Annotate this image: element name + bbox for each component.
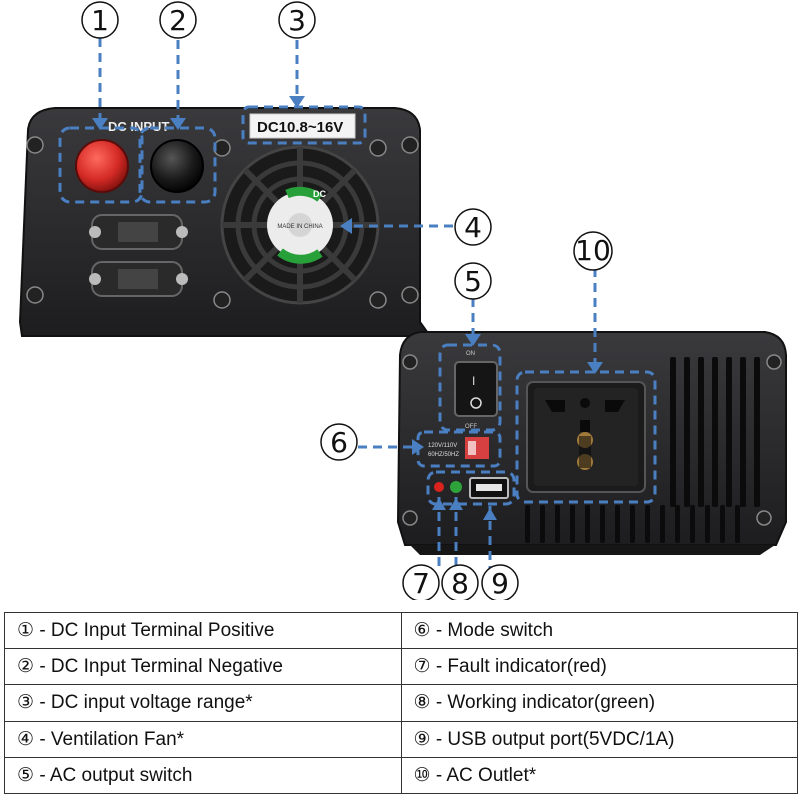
leader-lines bbox=[98, 38, 597, 570]
legend-number: ③ bbox=[17, 691, 35, 714]
fan-hub-text: MADE IN CHINA bbox=[277, 224, 322, 230]
legend-text: - Fault indicator(red) bbox=[430, 656, 607, 678]
legend-cell: ⑥ - Mode switch bbox=[400, 611, 798, 650]
legend-cell: ⑧ - Working indicator(green) bbox=[400, 684, 798, 722]
callout-number-5: 5 bbox=[464, 265, 482, 298]
legend-text: - Mode switch bbox=[430, 620, 554, 642]
inverter-diagram: DC INPUT DC10.8~16V MADE IN CHINA DC bbox=[18, 1, 787, 600]
screw-icon bbox=[402, 354, 782, 526]
switch-off-label: OFF bbox=[465, 424, 477, 430]
legend-row: ③ - DC input voltage range* ⑧ - Working … bbox=[4, 684, 798, 722]
callout-box-5 bbox=[438, 343, 502, 432]
callout-number-6: 6 bbox=[330, 426, 348, 459]
legend-cell: ③ - DC input voltage range* bbox=[4, 684, 402, 722]
legend-cell: ⑦ - Fault indicator(red) bbox=[400, 648, 798, 686]
legend-row: ⑤ - AC output switch ⑩ - AC Outlet* bbox=[4, 756, 798, 795]
legend-table: ① - DC Input Terminal Positive ⑥ - Mode … bbox=[4, 611, 798, 795]
voltage-label: DC10.8~16V bbox=[257, 119, 343, 136]
callout-number-9: 9 bbox=[491, 567, 509, 600]
mode-switch-text-2: 60HZ/50HZ bbox=[428, 452, 459, 458]
legend-text: - Ventilation Fan* bbox=[34, 728, 185, 750]
legend-number: ⑨ bbox=[413, 727, 431, 750]
positive-terminal bbox=[75, 139, 129, 193]
legend-text: - DC input voltage range* bbox=[34, 692, 253, 714]
callout-number-4: 4 bbox=[464, 211, 482, 244]
legend-number: ⑤ bbox=[17, 763, 35, 786]
callout-markers bbox=[81, 1, 613, 600]
terminal-label: DC INPUT bbox=[108, 119, 169, 134]
callout-number-10: 10 bbox=[575, 234, 611, 267]
legend-cell: ⑨ - USB output port(5VDC/1A) bbox=[400, 720, 798, 758]
switch-o-mark bbox=[470, 397, 482, 409]
legend-number: ⑩ bbox=[413, 763, 431, 786]
legend-text: - DC Input Terminal Negative bbox=[34, 656, 283, 678]
callout-box-9 bbox=[426, 470, 516, 506]
legend-text: - Working indicator(green) bbox=[430, 692, 656, 714]
legend-number: ① bbox=[17, 619, 35, 642]
callout-number-3: 3 bbox=[288, 4, 306, 37]
legend-number: ⑦ bbox=[413, 655, 431, 678]
legend-number: ② bbox=[17, 655, 35, 678]
callout-box-10 bbox=[515, 370, 657, 504]
front-panel: DC INPUT DC10.8~16V MADE IN CHINA DC bbox=[18, 105, 432, 337]
rear-panel: ON I OFF 120V/110V 60HZ/50HZ bbox=[396, 331, 787, 555]
legend-cell: ⑤ - AC output switch bbox=[4, 756, 402, 795]
legend-text: - AC output switch bbox=[34, 764, 193, 786]
legend-cell: ⑩ - AC Outlet* bbox=[400, 756, 798, 795]
callout-number-1: 1 bbox=[91, 4, 109, 37]
switch-i-mark: I bbox=[472, 374, 475, 388]
fan-hub-text-dc: DC bbox=[313, 189, 326, 199]
switch-on-label: ON bbox=[466, 351, 475, 357]
vent-grille bbox=[525, 357, 760, 543]
legend-cell: ① - DC Input Terminal Positive bbox=[4, 611, 402, 650]
legend-text: - AC Outlet* bbox=[430, 764, 537, 786]
legend-text: - DC Input Terminal Positive bbox=[34, 620, 275, 642]
mode-switch-text-1: 120V/110V bbox=[428, 443, 457, 449]
negative-terminal bbox=[150, 139, 204, 193]
legend-cell: ④ - Ventilation Fan* bbox=[4, 720, 402, 758]
legend-number: ④ bbox=[17, 727, 35, 750]
legend-row: ① - DC Input Terminal Positive ⑥ - Mode … bbox=[4, 611, 798, 650]
legend-number: ⑥ bbox=[413, 619, 431, 642]
callout-number-7: 7 bbox=[412, 567, 430, 600]
working-led bbox=[450, 481, 462, 493]
side-connector bbox=[89, 214, 188, 297]
callout-number-2: 2 bbox=[169, 4, 187, 37]
legend-number: ⑧ bbox=[413, 691, 431, 714]
fault-led bbox=[434, 482, 444, 492]
legend-row: ② - DC Input Terminal Negative ⑦ - Fault… bbox=[4, 648, 798, 686]
legend-row: ④ - Ventilation Fan* ⑨ - USB output port… bbox=[4, 720, 798, 758]
arrow-icons bbox=[92, 96, 603, 520]
ac-output-switch bbox=[454, 361, 498, 417]
callout-number-8: 8 bbox=[451, 567, 469, 600]
ac-outlet bbox=[526, 381, 646, 493]
legend-text: - USB output port(5VDC/1A) bbox=[430, 728, 675, 750]
legend-cell: ② - DC Input Terminal Negative bbox=[4, 648, 402, 686]
callout-box-2 bbox=[138, 126, 217, 204]
